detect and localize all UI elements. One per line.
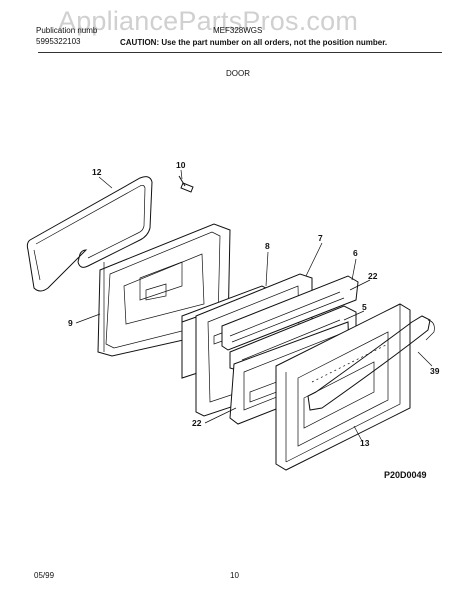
model-number: MEF328WGS <box>213 26 263 35</box>
callout-10: 10 <box>176 160 186 170</box>
caution-note: CAUTION: Use the part number on all orde… <box>120 38 388 47</box>
callout-9: 9 <box>68 318 73 328</box>
door-gasket-part-12 <box>26 176 153 292</box>
window-pack-part-6 <box>221 275 359 351</box>
header-divider <box>38 52 442 53</box>
footer-date: 05/99 <box>34 571 55 580</box>
callout-5: 5 <box>362 302 367 312</box>
watermark-text: AppliancePartsPros.com <box>58 6 359 36</box>
callout-7: 7 <box>318 233 323 243</box>
callout-22-bottom: 22 <box>192 418 202 428</box>
callout-22-top: 22 <box>368 271 378 281</box>
page-number: 10 <box>230 571 239 580</box>
callout-13: 13 <box>360 438 370 448</box>
callout-6: 6 <box>353 248 358 258</box>
callout-8: 8 <box>265 241 270 251</box>
outer-door-panel-part-13 <box>275 303 411 471</box>
figure-reference: P20D0049 <box>384 470 427 480</box>
section-title: DOOR <box>226 69 250 78</box>
publication-label: Publication numb <box>36 26 98 35</box>
publication-number: 5995322103 <box>36 37 81 46</box>
leader-lines <box>75 169 433 442</box>
callout-39: 39 <box>430 366 440 376</box>
screw-part-10 <box>178 175 194 193</box>
door-handle-part-39 <box>307 315 435 411</box>
callout-12: 12 <box>92 167 102 177</box>
